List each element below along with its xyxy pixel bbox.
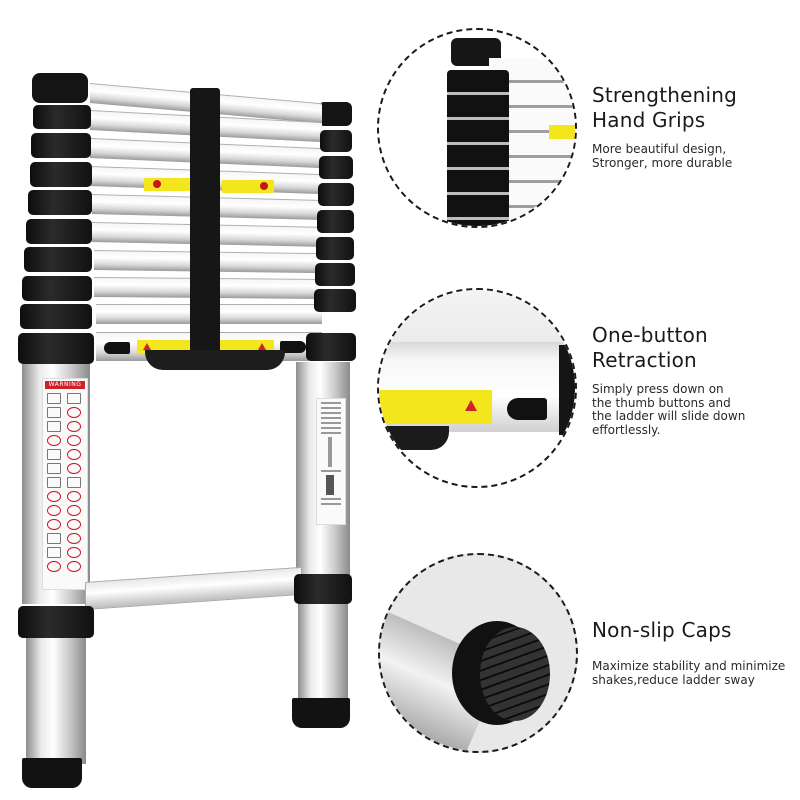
pictogram-icon (67, 393, 81, 404)
triangle-warning-icon (258, 343, 266, 350)
prohibited-icon (47, 491, 61, 502)
thumb-button-right (280, 341, 306, 353)
left-bottom-collar (18, 606, 94, 638)
feature-description: Simply press down on the thumb buttons a… (592, 382, 746, 437)
left-grip-7 (22, 276, 92, 301)
left-grip-4 (28, 190, 92, 215)
prohibited-icon (67, 519, 81, 530)
pictogram-icon (47, 421, 61, 432)
warning-red-icon (153, 180, 161, 188)
right-grip-4 (317, 210, 354, 233)
bottom-rung (85, 566, 302, 610)
ladder-product-image: WARNING (0, 0, 370, 800)
left-top-cap (32, 73, 88, 103)
prohibited-icon (67, 505, 81, 516)
closeup-thumb-button (507, 398, 547, 420)
warning-label-title: WARNING (45, 381, 85, 389)
left-non-slip-foot (22, 758, 82, 788)
feature-title: One-button Retraction (592, 323, 708, 372)
closeup-collar (559, 345, 575, 435)
warning-label: WARNING (42, 378, 88, 590)
warning-sticker-left (144, 178, 194, 191)
prohibited-icon (47, 435, 61, 446)
right-inner-tube (298, 600, 348, 700)
triangle-warning-icon (143, 343, 151, 350)
warning-sticker-right (222, 180, 274, 193)
feature-one-button-retraction: One-button Retraction Simply press down … (592, 323, 745, 437)
prohibited-icon (67, 421, 81, 432)
warning-pictograms (47, 393, 83, 572)
pictogram-icon (47, 449, 61, 460)
left-grip-5 (26, 219, 92, 244)
right-grip-6 (315, 263, 355, 286)
carry-strap (190, 88, 220, 366)
prohibited-icon (47, 505, 61, 516)
pictogram-icon (67, 477, 81, 488)
prohibited-icon (67, 547, 81, 558)
closeup-background (379, 290, 575, 345)
pictogram-icon (47, 533, 61, 544)
pictogram-icon (47, 477, 61, 488)
right-grip-2 (319, 156, 353, 179)
right-grip-7 (314, 289, 356, 312)
feature-non-slip-caps: Non-slip Caps Maximize stability and min… (592, 618, 785, 687)
prohibited-icon (47, 519, 61, 530)
left-grip-9 (18, 333, 94, 364)
feature-description: Maximize stability and minimize shakes,r… (592, 659, 786, 687)
right-grip-1 (320, 130, 352, 152)
right-non-slip-foot (292, 698, 350, 728)
left-grip-3 (30, 162, 92, 187)
right-bottom-collar (294, 574, 352, 604)
thumb-button-left (104, 342, 130, 354)
closeup-release-sticker (379, 390, 492, 424)
info-label (316, 398, 346, 525)
triangle-warning-icon (465, 400, 477, 411)
prohibited-icon (67, 435, 81, 446)
closeup-warning-sticker (549, 125, 575, 139)
pictogram-icon (47, 393, 61, 404)
right-grip-8 (306, 333, 356, 361)
prohibited-icon (67, 463, 81, 474)
right-grip-5 (316, 237, 354, 260)
left-inner-tube (26, 636, 86, 764)
pictogram-icon (47, 463, 61, 474)
right-grip-3 (318, 183, 354, 206)
prohibited-icon (67, 491, 81, 502)
prohibited-icon (47, 561, 61, 572)
closeup-cap-tread (480, 627, 550, 721)
feature-title: Strengthening Hand Grips (592, 83, 738, 132)
prohibited-icon (67, 533, 81, 544)
prohibited-icon (67, 561, 81, 572)
non-slip-cap-closeup-inset (378, 553, 578, 753)
thumb-button-closeup-inset (377, 288, 577, 488)
prohibited-icon (67, 407, 81, 418)
feature-title: Non-slip Caps (592, 618, 732, 642)
left-grip-2 (31, 133, 91, 158)
closeup-grip-stack (447, 70, 509, 226)
left-grip-1 (33, 105, 91, 129)
feature-hand-grips: Strengthening Hand Grips More beautiful … (592, 83, 737, 170)
warning-red-icon (260, 182, 268, 190)
right-top-cap (318, 102, 352, 126)
pictogram-icon (47, 547, 61, 558)
carry-handle (145, 350, 285, 370)
left-grip-6 (24, 247, 92, 272)
prohibited-icon (67, 449, 81, 460)
left-grip-8 (20, 304, 92, 329)
closeup-handle (379, 426, 449, 450)
hand-grips-closeup-inset (377, 28, 577, 228)
feature-description: More beautiful design, Stronger, more du… (592, 142, 733, 170)
pictogram-icon (47, 407, 61, 418)
